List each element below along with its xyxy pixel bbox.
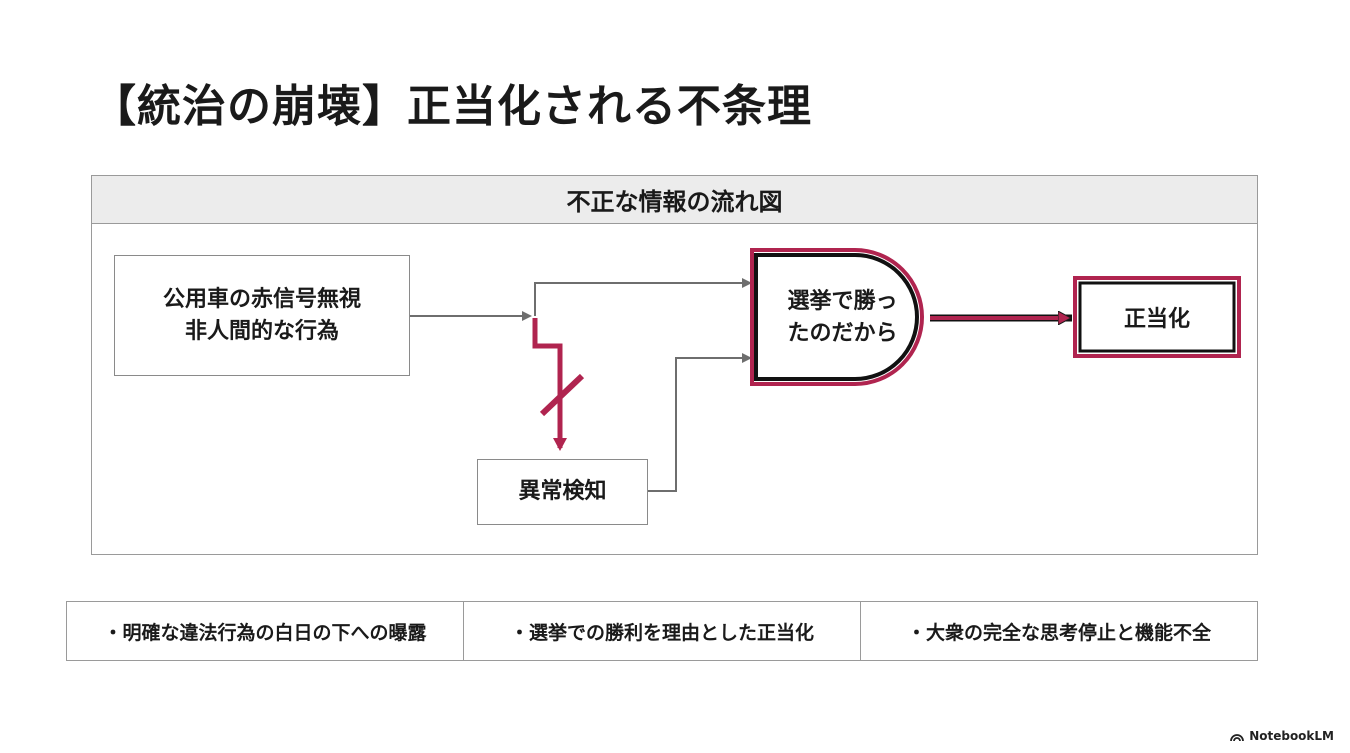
brand-watermark: NotebookLM bbox=[1230, 729, 1334, 743]
anomaly-detection-box: 異常検知 bbox=[477, 459, 648, 525]
block-slash-mark bbox=[539, 373, 585, 417]
and-gate-label: 選挙で勝っ たのだから bbox=[765, 286, 920, 350]
input-event-line2: 非人間的な行為 bbox=[184, 318, 339, 344]
and-gate-shape bbox=[750, 248, 924, 386]
result-box: 正当化 bbox=[1078, 281, 1236, 353]
arrow-detect-to-gate bbox=[648, 353, 752, 492]
arrow-junction-to-gate bbox=[534, 278, 752, 316]
input-event-box: 公用車の赤信号無視 非人間的な行為 bbox=[114, 255, 410, 376]
key-point-1: ・明確な違法行為の白日の下への曝露 bbox=[67, 602, 464, 660]
diagram-header: 不正な情報の流れ図 bbox=[92, 176, 1257, 224]
key-point-2: ・選挙での勝利を理由とした正当化 bbox=[464, 602, 861, 660]
and-gate-inner-outline bbox=[754, 253, 919, 381]
brand-label: NotebookLM bbox=[1249, 729, 1334, 743]
notebooklm-logo-icon bbox=[1230, 733, 1245, 741]
blocked-path-to-detect bbox=[532, 318, 567, 451]
key-points-bar: ・明確な違法行為の白日の下への曝露 ・選挙での勝利を理由とした正当化 ・大衆の完… bbox=[66, 601, 1258, 661]
page-title: 【統治の崩壊】正当化される不条理 bbox=[92, 81, 812, 132]
result-box-outline bbox=[1073, 276, 1241, 358]
and-gate-line2: たのだから bbox=[787, 320, 898, 346]
input-event-line1: 公用車の赤信号無視 bbox=[162, 286, 361, 312]
result-label: 正当化 bbox=[1123, 307, 1190, 332]
anomaly-detection-label: 異常検知 bbox=[518, 479, 607, 505]
key-point-3: ・大衆の完全な思考停止と機能不全 bbox=[906, 621, 1211, 644]
flow-diagram-panel: 不正な情報の流れ図 bbox=[91, 175, 1258, 555]
and-gate-line1: 選挙で勝っ bbox=[787, 289, 898, 314]
